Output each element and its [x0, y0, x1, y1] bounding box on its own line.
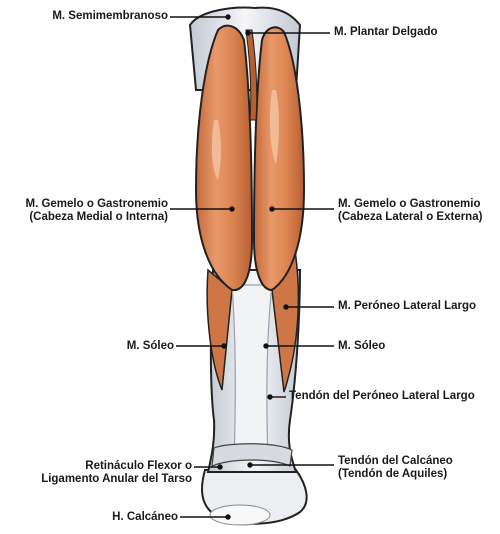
label-tendon-calcaneo-line2: (Tendón de Aquiles) — [338, 468, 453, 481]
label-retinaculo-line1: Retináculo Flexor o — [41, 460, 192, 473]
leader-dot-soleo-left — [222, 344, 226, 348]
label-retinaculo: Retináculo Flexor o Ligamento Anular del… — [41, 460, 192, 486]
label-tendon-peroneo: Tendón del Peróneo Lateral Largo — [289, 390, 475, 403]
leader-dot-semimembranoso — [226, 15, 230, 19]
leader-dot-plantar — [246, 31, 250, 35]
label-gemelo-medial: M. Gemelo o Gastronemio (Cabeza Medial o… — [26, 198, 169, 224]
leader-dot-soleo-right — [264, 344, 268, 348]
label-tendon-calcaneo: Tendón del Calcáneo (Tendón de Aquiles) — [338, 455, 453, 481]
leader-dot-calcaneo — [226, 515, 230, 519]
label-peroneo-lateral-largo: M. Peróneo Lateral Largo — [338, 300, 476, 313]
label-gemelo-medial-line2: (Cabeza Medial o Interna) — [26, 211, 169, 224]
label-plantar-delgado: M. Plantar Delgado — [334, 26, 438, 39]
label-gemelo-lateral-line2: (Cabeza Lateral o Externa) — [338, 211, 482, 224]
label-soleo-left: M. Sóleo — [127, 340, 174, 353]
leader-dot-gemelo-lateral — [270, 207, 274, 211]
achilles-tendon-shape — [232, 285, 272, 460]
label-calcaneo: H. Calcáneo — [112, 511, 178, 524]
label-retinaculo-line2: Ligamento Anular del Tarso — [41, 473, 192, 486]
label-semimembranoso: M. Semimembranoso — [52, 10, 168, 23]
leader-dot-retinaculo — [218, 465, 222, 469]
leader-dot-peroneo — [284, 305, 288, 309]
leader-dot-gemelo-medial — [230, 207, 234, 211]
label-gemelo-lateral: M. Gemelo o Gastronemio (Cabeza Lateral … — [338, 198, 482, 224]
leader-dot-tendon-calcaneo — [248, 463, 252, 467]
leader-dot-tendon-peroneo — [268, 395, 272, 399]
label-tendon-calcaneo-line1: Tendón del Calcáneo — [338, 455, 453, 468]
label-gemelo-medial-line1: M. Gemelo o Gastronemio — [26, 198, 169, 211]
label-gemelo-lateral-line1: M. Gemelo o Gastronemio — [338, 198, 482, 211]
calcaneus-bone — [210, 505, 270, 525]
label-soleo-right: M. Sóleo — [338, 340, 385, 353]
